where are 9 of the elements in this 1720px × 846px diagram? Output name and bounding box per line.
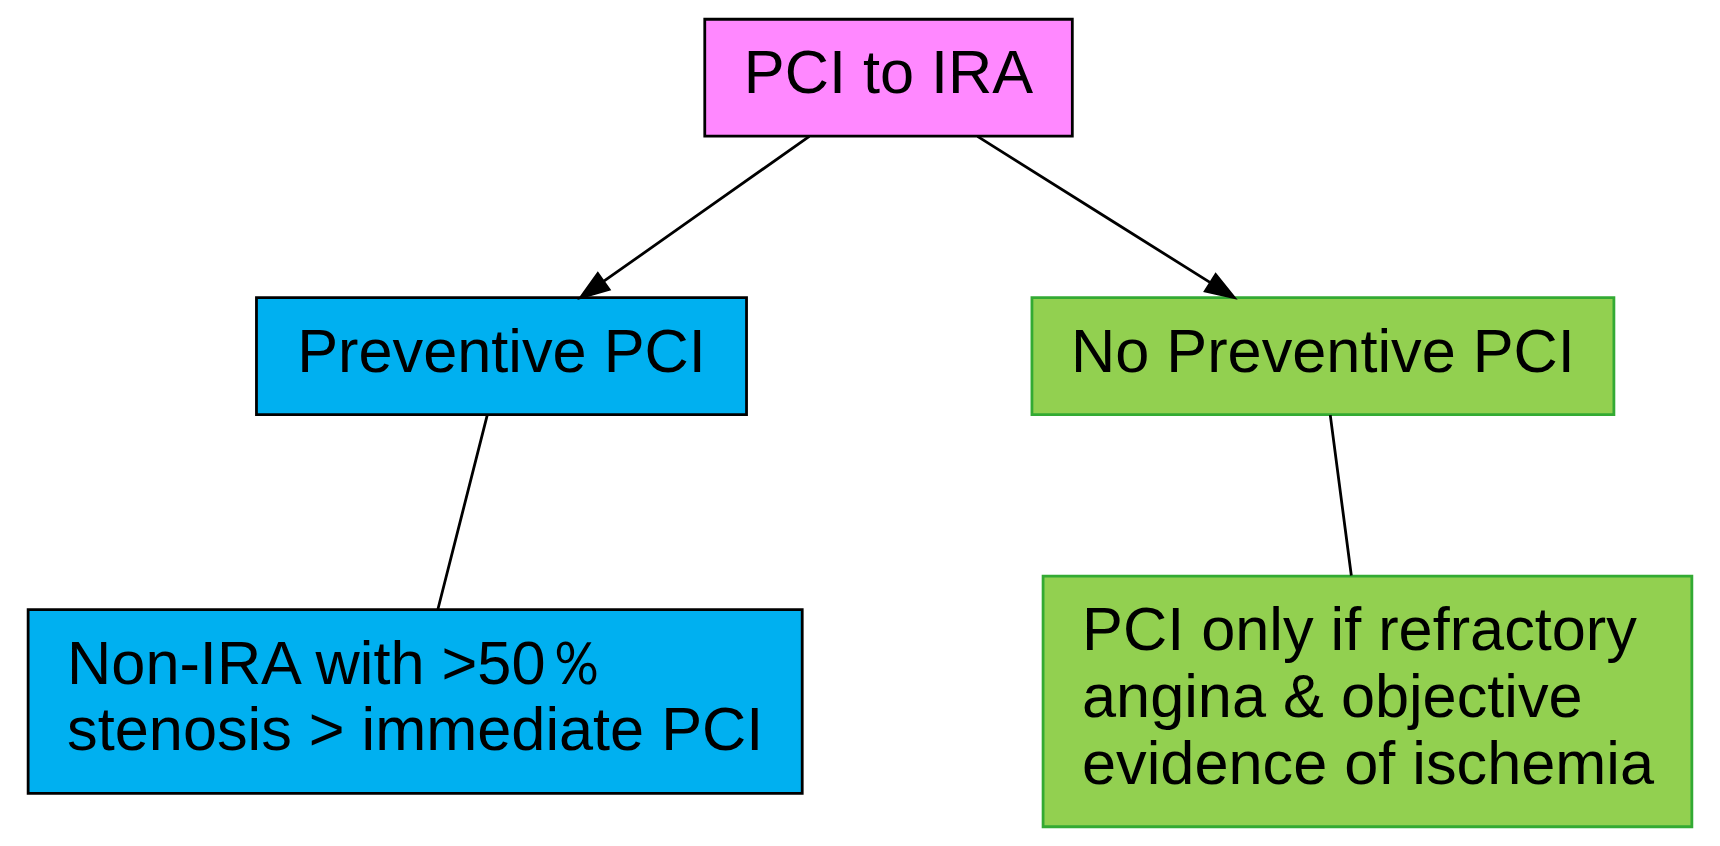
connector — [436, 414, 489, 610]
node-box: PCI only if refractory angina & objective evidence of ischemia — [1041, 574, 1694, 829]
arrow — [976, 135, 1238, 300]
node-box: Non-IRA with >50％ stenosis > immediate PCI — [26, 608, 804, 795]
arrow — [577, 135, 811, 300]
node-box: No Preventive PCI — [1030, 296, 1616, 417]
node-box: PCI to IRA — [703, 17, 1074, 138]
node-box: Preventive PCI — [255, 296, 748, 417]
connector — [1328, 414, 1353, 576]
